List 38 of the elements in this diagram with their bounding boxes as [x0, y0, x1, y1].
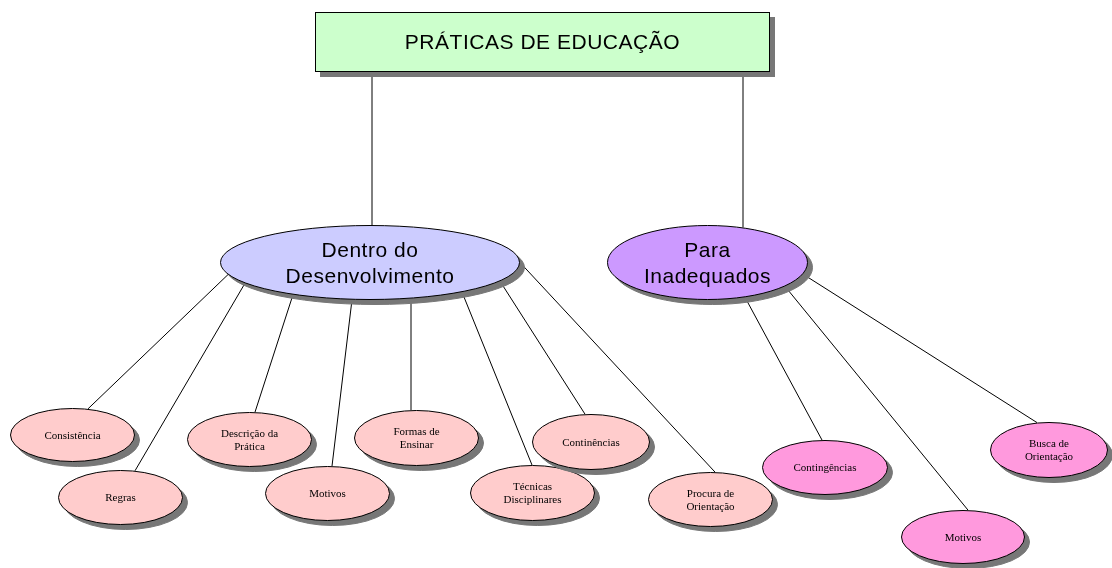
ellipse-node — [532, 414, 650, 470]
connector-line — [331, 299, 353, 467]
connector-line — [254, 294, 294, 413]
node-label: Procura de Orientação — [685, 486, 736, 513]
ellipse-node — [901, 510, 1025, 564]
node-label: Busca de Orientação — [1023, 437, 1075, 463]
ellipse-node — [265, 466, 390, 521]
connector-line — [499, 280, 586, 415]
node-label: Técnicas Disciplinares — [502, 480, 563, 506]
node-label: Descrição da Prática — [219, 426, 280, 453]
connector-line — [134, 282, 246, 472]
node-label: PRÁTICAS DE EDUCAÇÃO — [404, 29, 681, 56]
connector-line — [784, 285, 969, 511]
connector-line — [461, 291, 533, 466]
node-label: Para Inadequados — [642, 236, 773, 289]
ellipse-node — [220, 225, 520, 300]
ellipse-node — [607, 225, 808, 300]
node-label: Dentro do Desenvolvimento — [284, 236, 456, 289]
node-label: Formas de Ensinar — [392, 425, 441, 451]
node-label: Contingências — [793, 461, 857, 474]
connector-line — [519, 262, 716, 473]
ellipse-node — [762, 440, 888, 495]
ellipse-node — [58, 470, 183, 525]
ellipse-node — [10, 408, 135, 462]
ellipse-node — [354, 410, 479, 466]
node-label: Continências — [562, 435, 620, 449]
node-label: Motivos — [309, 487, 346, 500]
ellipse-node — [187, 412, 312, 467]
ellipse-node — [990, 422, 1108, 478]
connector-line — [802, 273, 1038, 424]
ellipse-node — [470, 465, 595, 521]
node-label: Motivos — [944, 530, 982, 544]
connector-line — [410, 298, 412, 411]
node-label: Regras — [105, 491, 136, 504]
connector-line — [87, 274, 229, 410]
node-label: Consistência — [44, 428, 101, 442]
connector-line — [744, 296, 823, 441]
ellipse-node — [648, 472, 773, 527]
